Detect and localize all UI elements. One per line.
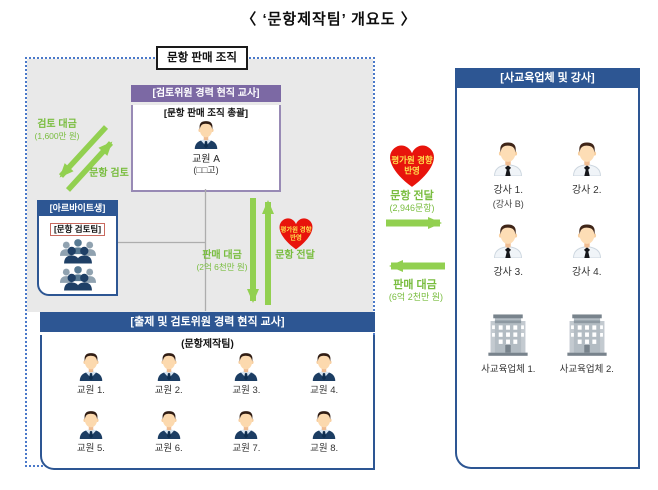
makers-row-2: 교원 5. 교원 6. 교원 7. 교원 8.	[52, 409, 363, 454]
parttimer-box-header: [아르바이트생]	[37, 200, 118, 216]
instructor-icon	[490, 222, 526, 258]
inner-payment-amount: (2억 6천만 원)	[196, 262, 248, 272]
makers-row-1: 교원 1. 교원 2. 교원 3. 교원 4.	[52, 351, 363, 396]
member-label: 교원 5.	[76, 443, 105, 454]
member-cell: 교원 4.	[285, 351, 363, 396]
chief-box-header: [검토위원 경력 현직 교사]	[131, 85, 281, 102]
member-label: 교원 1.	[76, 385, 105, 396]
heart-icon: 평가원 경향 반영	[390, 145, 434, 187]
people-group-icon	[56, 264, 100, 291]
member-cell: 교원 7.	[208, 409, 286, 454]
company-row: 사교육업체 1. 사교육업체 2.	[469, 310, 626, 375]
member-label: 교원 4.	[310, 385, 339, 396]
instructor-cell: 강사 3.	[469, 222, 548, 278]
teacher-icon	[76, 409, 106, 439]
company-label: 사교육업체 2.	[559, 364, 614, 375]
academy-box-header: [사교육업체 및 강사]	[455, 68, 640, 88]
makers-box: [출제 및 검토위원 경력 현직 교사] (문항제작팀) 교원 1. 교원 2.…	[40, 312, 375, 470]
member-cell: 교원 8.	[285, 409, 363, 454]
building-icon	[484, 310, 532, 356]
teacher-icon	[231, 409, 261, 439]
chief-box: [검토위원 경력 현직 교사] [문항 판매 조직 총괄] 교원 A (□□고)	[131, 85, 281, 192]
company-cell: 사교육업체 2.	[548, 310, 627, 375]
member-label: 교원 8.	[310, 443, 339, 454]
company-cell: 사교육업체 1.	[469, 310, 548, 375]
parttimer-box-body: [문항 검토팀]	[37, 216, 118, 296]
review-flow-label: 문항 검토	[89, 168, 129, 179]
teacher-icon	[309, 409, 339, 439]
external-payment-amount: (6억 2천만 원)	[388, 292, 444, 302]
page-title: 〈 ‘문항제작팀’ 개요도 〉	[241, 11, 417, 28]
member-cell: 교원 3.	[208, 351, 286, 396]
teacher-icon	[76, 351, 106, 381]
member-label: 교원 7.	[232, 443, 261, 454]
member-label: 교원 2.	[154, 385, 183, 396]
instructor-label: 강사 4.	[571, 267, 602, 278]
review-fee-label: 검토 대금	[37, 119, 77, 130]
instructor-label: 강사 3.	[493, 267, 524, 278]
makers-box-header: [출제 및 검토위원 경력 현직 교사]	[40, 312, 375, 332]
makers-box-body: (문항제작팀) 교원 1. 교원 2. 교원 3. 교원 4. 교원 5. 교원…	[40, 335, 375, 470]
instructor-cell: 강사 4.	[548, 222, 627, 278]
chief-box-body: [문항 판매 조직 총괄] 교원 A (□□고)	[131, 105, 281, 192]
chief-name: 교원 A	[192, 154, 220, 165]
instructor-row-1: 강사 1. (강사 B) 강사 2.	[469, 140, 626, 210]
heart-icon: 평가원 경향 반영	[279, 218, 313, 250]
sales-org-label: 문항 판매 조직	[156, 46, 248, 70]
external-heart-text-line1: 평가원 경향	[391, 155, 433, 165]
teacher-icon	[231, 351, 261, 381]
member-cell: 교원 5.	[52, 409, 130, 454]
instructor-icon	[569, 140, 605, 176]
teacher-icon	[154, 409, 184, 439]
instructor-cell: 강사 2.	[548, 140, 627, 210]
instructor-row-2: 강사 3. 강사 4.	[469, 222, 626, 278]
chief-role-label: [문항 판매 조직 총괄]	[163, 108, 249, 119]
external-heart-text-line2: 반영	[404, 165, 420, 175]
inner-heart-text-line2: 반영	[290, 232, 302, 241]
inner-heart-text-line1: 평가원 경향	[281, 224, 312, 233]
makers-team-label: (문항제작팀)	[181, 339, 234, 350]
chief-affiliation: (□□고)	[193, 165, 219, 175]
company-label: 사교육업체 1.	[481, 364, 536, 375]
instructor-icon	[569, 222, 605, 258]
instructor-icon	[490, 140, 526, 176]
member-cell: 교원 6.	[130, 409, 208, 454]
inner-payment-label: 판매 대금	[202, 250, 242, 261]
member-cell: 교원 1.	[52, 351, 130, 396]
inner-delivery-label: 문항 전달	[275, 250, 315, 261]
instructor-label: 강사 1.	[493, 185, 524, 196]
instructor-cell: 강사 1. (강사 B)	[469, 140, 548, 210]
member-label: 교원 3.	[232, 385, 261, 396]
instructor-sublabel: (강사 B)	[492, 199, 524, 209]
people-group-icon	[56, 237, 100, 264]
external-payment-label: 판매 대금	[393, 279, 437, 291]
teacher-icon	[191, 119, 221, 149]
external-delivery-label: 문항 전달	[390, 190, 434, 202]
review-fee-amount: (1,600만 원)	[34, 131, 80, 141]
teacher-icon	[309, 351, 339, 381]
teacher-icon	[154, 351, 184, 381]
building-icon	[563, 310, 611, 356]
instructor-label: 강사 2.	[571, 185, 602, 196]
review-team-label: [문항 검토팀]	[49, 223, 106, 236]
parttimer-box: [아르바이트생] [문항 검토팀]	[37, 200, 118, 296]
academy-box: [사교육업체 및 강사] 강사 1. (강사 B) 강사 2. 강사 3.	[455, 68, 640, 469]
external-delivery-amount: (2,946문항)	[389, 203, 435, 213]
member-cell: 교원 2.	[130, 351, 208, 396]
member-label: 교원 6.	[154, 443, 183, 454]
academy-box-body: 강사 1. (강사 B) 강사 2. 강사 3. 강사 4.	[455, 88, 640, 469]
